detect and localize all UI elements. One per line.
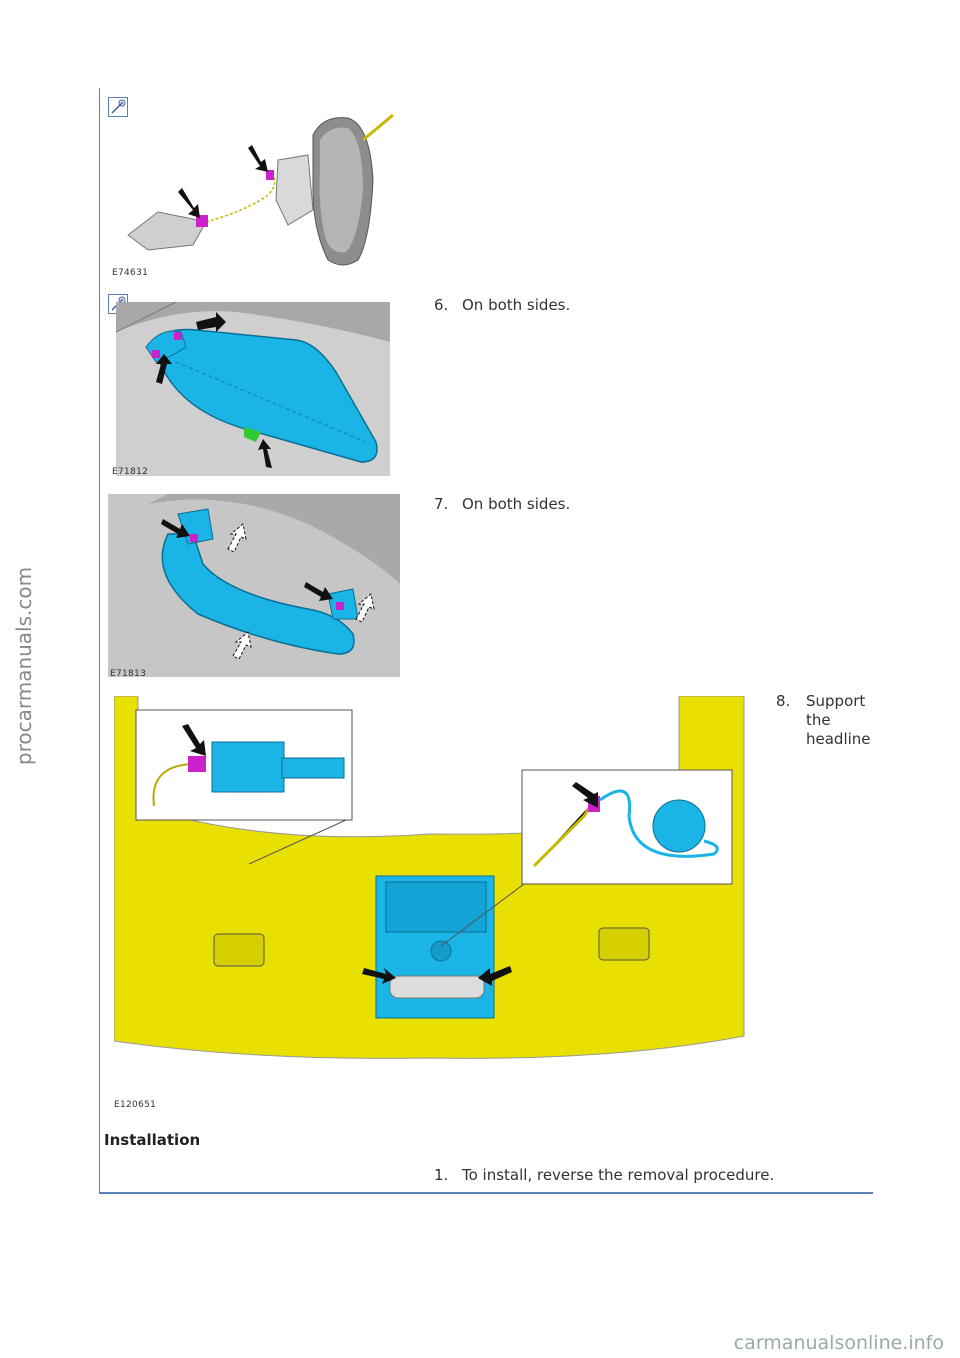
figure-code: E71812 (112, 467, 149, 477)
zoom-in-icon[interactable] (108, 97, 128, 117)
step-number: 8. (776, 692, 791, 710)
step-number: 1. (434, 1166, 449, 1184)
figure-code: E120651 (114, 1100, 157, 1110)
step-text: On both sides. (462, 495, 571, 513)
page-left-rule (99, 88, 100, 1193)
page-bottom-rule (99, 1192, 873, 1194)
installation-step-1: 1. To install, reverse the removal proced… (434, 1166, 774, 1185)
step-number: 6. (434, 296, 449, 314)
sun-visor-figure (116, 302, 390, 476)
footer-watermark[interactable]: carmanualsonline.info (733, 1332, 944, 1354)
figure-code: E71813 (110, 669, 147, 679)
side-watermark[interactable]: procarmanuals.com (12, 566, 36, 766)
step-6: 6. On both sides. (434, 296, 570, 315)
step-text: To install, reverse the removal procedur… (462, 1166, 775, 1184)
headliner-figure (114, 696, 745, 1059)
grab-handle-figure (108, 494, 400, 677)
mirror-connector-figure (127, 113, 394, 266)
step-number: 7. (434, 495, 449, 513)
step-7: 7. On both sides. (434, 495, 570, 514)
installation-heading: Installation (104, 1131, 201, 1149)
figure-code: E74631 (112, 268, 149, 278)
step-text: On both sides. (462, 296, 571, 314)
step-text: Support the headline (806, 692, 871, 748)
